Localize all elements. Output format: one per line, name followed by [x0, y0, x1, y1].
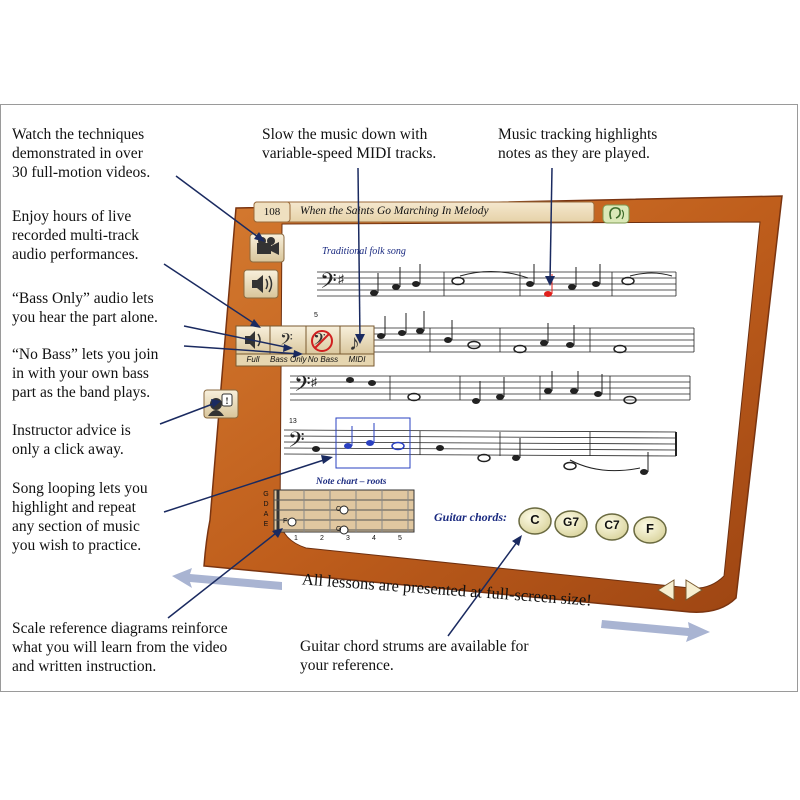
callout-bass-only: “Bass Only” audio lets you hear the part… — [12, 290, 158, 326]
fret-number: 1 — [294, 535, 298, 542]
measure-number: 13 — [289, 418, 297, 425]
bass-only-button[interactable] — [269, 325, 307, 357]
bass-only-label: Bass Only — [270, 355, 307, 364]
fret-number: 5 — [398, 535, 402, 542]
string-name: D — [263, 501, 269, 508]
svg-text:!: ! — [226, 396, 229, 406]
instructor-button[interactable]: ! — [203, 389, 239, 419]
callout-scale: Scale reference diagrams reinforce what … — [12, 620, 228, 675]
string-names: G D A E — [262, 490, 270, 530]
callout-midi: Slow the music down with variable-speed … — [262, 126, 437, 162]
audio-button[interactable] — [243, 269, 279, 299]
callout-videos: Watch the techniques demonstrated in ove… — [12, 126, 151, 181]
svg-text:𝄢: 𝄢 — [320, 269, 337, 298]
chord-f-label: F — [646, 521, 654, 536]
instructor-icon: ! — [208, 393, 233, 416]
svg-text:𝄢: 𝄢 — [294, 372, 311, 401]
svg-text:𝄢: 𝄢 — [288, 428, 305, 457]
string-name: E — [263, 521, 269, 528]
full-label: Full — [246, 355, 260, 364]
chord-g7-label: G7 — [562, 515, 579, 529]
note-label: C — [336, 506, 342, 513]
track-title: When the Saints Go Marching In Melody — [300, 205, 489, 217]
banner-arrows — [172, 568, 710, 642]
song-subtitle: Traditional folk song — [322, 246, 406, 257]
ear-icon[interactable] — [602, 204, 630, 224]
track-number: 108 — [263, 206, 281, 218]
svg-text:♪: ♪ — [349, 330, 360, 355]
note-chart — [273, 489, 415, 535]
callout-no-bass: “No Bass” lets you join in with your own… — [12, 346, 159, 401]
no-bass-label: No Bass — [307, 355, 339, 364]
fret-number: 4 — [372, 535, 376, 542]
string-name: G — [263, 491, 269, 498]
callout-instructor: Instructor advice is only a click away. — [12, 422, 131, 458]
midi-label: MIDI — [348, 355, 366, 364]
illustration-frame — [0, 104, 798, 692]
callout-audio: Enjoy hours of live recorded multi-track… — [12, 208, 139, 263]
chord-g7-button[interactable] — [554, 510, 588, 538]
fret-number: 2 — [320, 535, 324, 542]
svg-text:♯: ♯ — [311, 375, 317, 389]
loop-selection[interactable] — [335, 417, 411, 469]
prev-arrow-icon[interactable] — [657, 579, 675, 601]
note-chart-title: Note chart – roots — [316, 477, 387, 487]
chord-buttons — [518, 507, 667, 544]
callout-arrowheads — [211, 232, 555, 546]
chord-c7-button[interactable] — [595, 513, 629, 541]
callout-chords: Guitar chord strums are available for yo… — [300, 638, 529, 674]
note-label: G — [336, 526, 342, 533]
video-button[interactable] — [249, 233, 285, 263]
callout-arrows — [159, 167, 553, 637]
notes — [312, 276, 648, 475]
next-arrow-icon[interactable] — [685, 579, 703, 601]
speaker-icon — [252, 275, 273, 293]
app-window: ! 𝄢 ♯ 𝄢 ♯ 𝄢 — [203, 195, 783, 613]
chord-c7-label: C7 — [604, 518, 620, 532]
chord-c-label: C — [530, 512, 540, 527]
chord-f-button[interactable] — [633, 516, 667, 544]
chord-c-button[interactable] — [518, 507, 552, 535]
fret-number: 3 — [346, 535, 350, 542]
callout-tracking: Music tracking highlights notes as they … — [498, 126, 658, 162]
note-label: F — [283, 518, 288, 525]
string-name: A — [263, 511, 269, 518]
chords-label: Guitar chords: — [434, 510, 508, 524]
audio-mode-labels: Full Bass Only No Bass MIDI — [236, 355, 374, 366]
callout-looping: Song looping lets you highlight and repe… — [12, 480, 148, 554]
svg-text:♯: ♯ — [338, 272, 344, 286]
measure-number: 5 — [314, 312, 318, 319]
